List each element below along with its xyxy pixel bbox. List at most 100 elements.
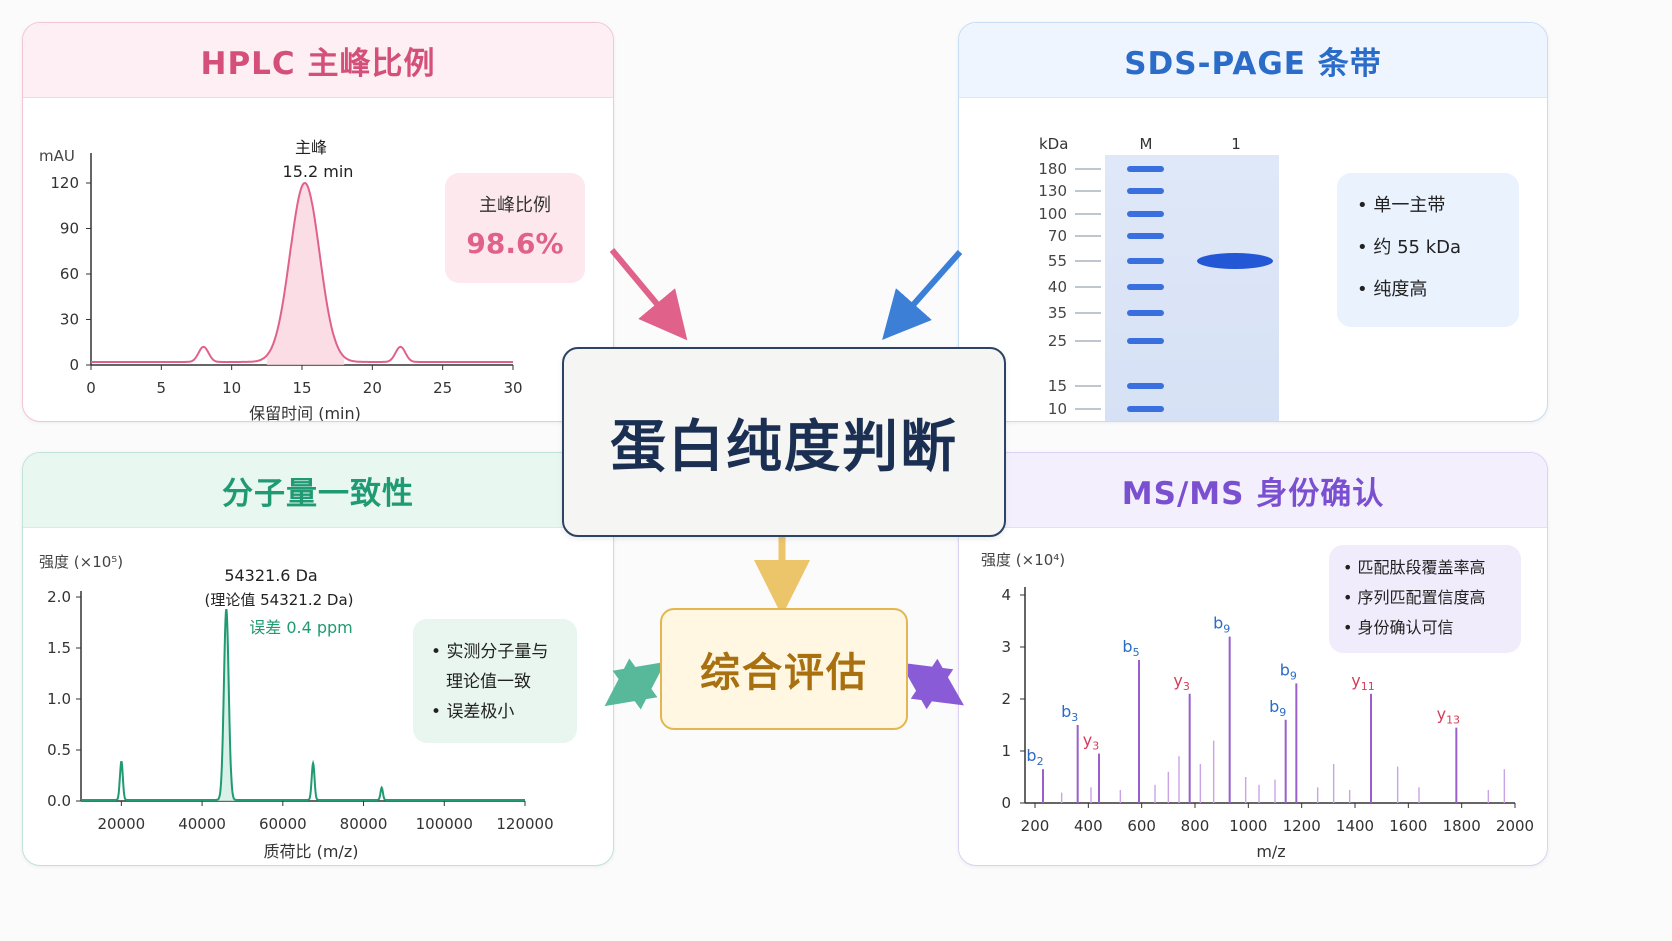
arrow-hplc-to-center [609, 248, 688, 341]
hplc-y-tick-label: 90 [60, 220, 79, 238]
hplc-peak-label: 主峰 [295, 138, 327, 157]
ms-peak-label: b9 [1280, 660, 1297, 682]
hplc-y-tick-label: 0 [69, 356, 79, 374]
hplc-trace-line [91, 181, 513, 363]
mw-theory: (理论值 54321.2 Da) [204, 591, 353, 609]
sds-marker-band [1127, 310, 1164, 316]
ms-y-tick-label: 3 [1001, 638, 1011, 656]
mw-note-text: 误差极小 [446, 702, 515, 722]
hplc-peak-time: 15.2 min [283, 162, 354, 181]
sds-marker-band [1127, 166, 1164, 172]
sds-marker-label: 35 [1048, 304, 1067, 322]
mw-x-tick-label: 20000 [98, 815, 146, 833]
sds-marker-label: 25 [1048, 332, 1067, 350]
mw-panel-title: 分子量一致性 [23, 453, 613, 528]
ms-peak-label: b9 [1269, 697, 1286, 719]
ms-x-tick-label: 400 [1074, 817, 1103, 835]
ms-notes-card: • 匹配肽段覆盖率高 • 序列匹配置信度高 • 身份确认可信 [1329, 545, 1521, 653]
ms-peak-label: y3 [1083, 731, 1099, 753]
sds-note-item: • 纯度高 [1357, 279, 1428, 300]
mw-y-tick-label: 1.0 [47, 690, 71, 708]
ms-y-unit: 强度 (×10⁴) [981, 551, 1065, 569]
sds-lane-1-label: 1 [1231, 135, 1241, 153]
sds-marker-label: 70 [1048, 227, 1067, 245]
ms-x-tick-label: 1000 [1229, 817, 1267, 835]
sds-note-item: • 约 55 kDa [1357, 237, 1462, 258]
ms-y-tick-label: 4 [1001, 586, 1011, 604]
sds-marker-label: 180 [1038, 160, 1067, 178]
mw-y-tick-label: 0.0 [47, 792, 71, 810]
ms-note-text: 身份确认可信 [1357, 618, 1454, 637]
ms-peak-label: y3 [1173, 671, 1189, 693]
sds-marker-band [1127, 406, 1164, 412]
sds-note-text: 纯度高 [1373, 279, 1428, 300]
mw-y-tick-label: 0.5 [47, 741, 71, 759]
sds-notes-card: • 单一主带 • 约 55 kDa • 纯度高 [1337, 173, 1519, 327]
hplc-x-tick-label: 15 [292, 379, 311, 397]
sds-marker-band [1127, 383, 1164, 389]
sds-lane-m-label: M [1140, 135, 1153, 153]
sds-marker-band [1127, 338, 1164, 344]
ms-peak-label: y11 [1351, 671, 1374, 693]
hplc-x-tick-label: 5 [157, 379, 167, 397]
mw-y-unit: 强度 (×10⁵) [39, 553, 123, 571]
mw-note-text: 理论值一致 [446, 672, 531, 692]
ms-x-tick-label: 800 [1181, 817, 1210, 835]
hplc-ratio-value: 98.6% [466, 227, 564, 260]
mw-peak-mass: 54321.6 Da [224, 566, 317, 585]
sds-marker-label: 15 [1048, 377, 1067, 395]
center-title: 蛋白纯度判断 [610, 414, 958, 480]
hplc-peak-fill [266, 183, 345, 365]
hplc-ratio-label: 主峰比例 [479, 195, 551, 216]
hplc-x-tick-label: 10 [222, 379, 241, 397]
ms-panel-title: MS/MS 身份确认 [959, 453, 1547, 528]
hplc-y-unit: mAU [39, 147, 75, 165]
ms-y-tick-label: 2 [1001, 690, 1011, 708]
mw-x-tick-label: 120000 [496, 815, 553, 833]
mw-y-tick-label: 2.0 [47, 588, 71, 606]
ms-x-tick-label: 1800 [1443, 817, 1481, 835]
arrow-mw-eval [604, 658, 666, 710]
mw-note-item: 理论值一致 [413, 667, 577, 697]
hplc-x-label: 保留时间 (min) [249, 404, 361, 421]
hplc-y-tick-label: 120 [50, 174, 79, 192]
sds-marker-label: 10 [1048, 400, 1067, 418]
ms-peak-label: b5 [1122, 637, 1139, 659]
ms-x-tick-label: 2000 [1496, 817, 1534, 835]
center-title-box: 蛋白纯度判断 [562, 347, 1006, 537]
ms-x-tick-label: 1400 [1336, 817, 1374, 835]
sds-note-item: • 单一主带 [1357, 195, 1446, 216]
ms-note-item: • 身份确认可信 [1343, 618, 1454, 637]
ms-note-text: 序列匹配置信度高 [1357, 588, 1486, 607]
sds-marker-band [1127, 211, 1164, 217]
mw-x-tick-label: 40000 [178, 815, 226, 833]
mw-notes-card: • 实测分子量与 理论值一致 • 误差极小 [413, 619, 577, 743]
ms-note-item: • 序列匹配置信度高 [1343, 588, 1486, 607]
hplc-ratio-card: 主峰比例 98.6% [445, 173, 585, 283]
sds-panel-title: SDS-PAGE 条带 [959, 23, 1547, 98]
hplc-y-tick-label: 30 [60, 311, 79, 329]
ms-x-tick-label: 200 [1021, 817, 1050, 835]
evaluation-title: 综合评估 [700, 650, 868, 696]
sds-note-text: 约 55 kDa [1373, 237, 1462, 258]
sds-marker-label: 55 [1048, 252, 1067, 270]
hplc-x-tick-label: 25 [433, 379, 452, 397]
ms-peak-label: b9 [1213, 614, 1230, 636]
sds-unit: kDa [1039, 135, 1068, 153]
hplc-panel-title: HPLC 主峰比例 [23, 23, 613, 98]
hplc-x-tick-label: 20 [363, 379, 382, 397]
ms-peak-label: y13 [1437, 705, 1460, 727]
ms-x-tick-label: 1600 [1389, 817, 1427, 835]
mw-peak-fill [216, 609, 237, 801]
mw-x-tick-label: 60000 [259, 815, 307, 833]
sds-marker-label: 100 [1038, 205, 1067, 223]
arrow-ms-eval [900, 658, 964, 710]
ms-peak-label: b2 [1026, 746, 1043, 768]
evaluation-box: 综合评估 [660, 608, 908, 730]
hplc-y-tick-label: 60 [60, 265, 79, 283]
